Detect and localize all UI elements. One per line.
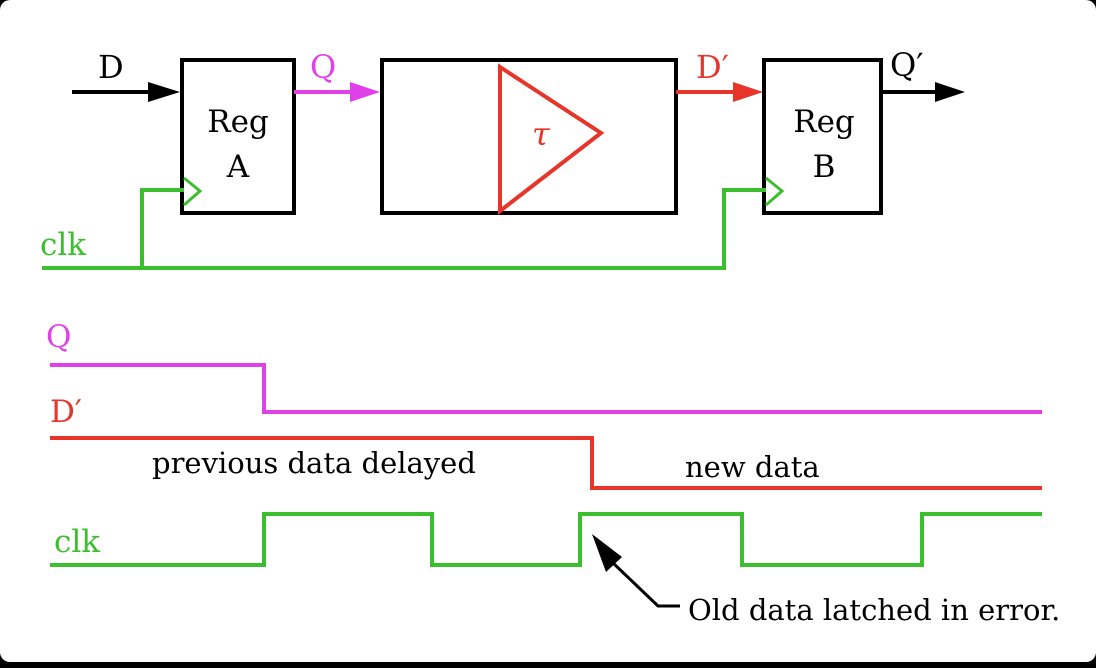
timing-q-label: Q [46, 319, 71, 355]
register-b-clock-input-icon [765, 176, 785, 207]
timing-q-waveform [50, 363, 1042, 414]
register-a-line2: A [226, 149, 250, 185]
timing-d-prime-label: D′ [50, 394, 82, 430]
d-prime-wire-label: D′ [696, 48, 729, 86]
register-a-box [180, 58, 296, 215]
register-b-box [762, 58, 883, 215]
register-b-line2: B [813, 149, 836, 185]
input-d-wire [72, 82, 180, 102]
error-note: Old data latched in error. [688, 593, 1060, 627]
input-d-label: D [98, 48, 124, 86]
q-prime-label: Q′ [890, 46, 924, 84]
d-prime-wire [676, 82, 763, 102]
register-b-line1: Reg [793, 104, 855, 140]
timing-clk-waveform [50, 512, 1042, 567]
timing-d-prime-waveform [50, 436, 1042, 490]
clock-branch-reg-a-wire [140, 188, 184, 268]
register-a-line1: Reg [207, 104, 269, 140]
q-prime-wire [881, 82, 965, 102]
delay-buffer-icon [498, 63, 605, 216]
previous-data-note: previous data delayed [152, 446, 476, 480]
q-wire [294, 82, 380, 102]
new-data-note: new data [685, 450, 820, 484]
clock-distribution-wire [42, 188, 766, 270]
delay-tau-label: τ [532, 115, 551, 153]
clock-wire-label: clk [40, 227, 86, 263]
timing-clk-label: clk [54, 524, 100, 560]
error-arrow [592, 534, 680, 608]
q-wire-label: Q [310, 48, 336, 86]
register-a-clock-input-icon [183, 176, 203, 207]
